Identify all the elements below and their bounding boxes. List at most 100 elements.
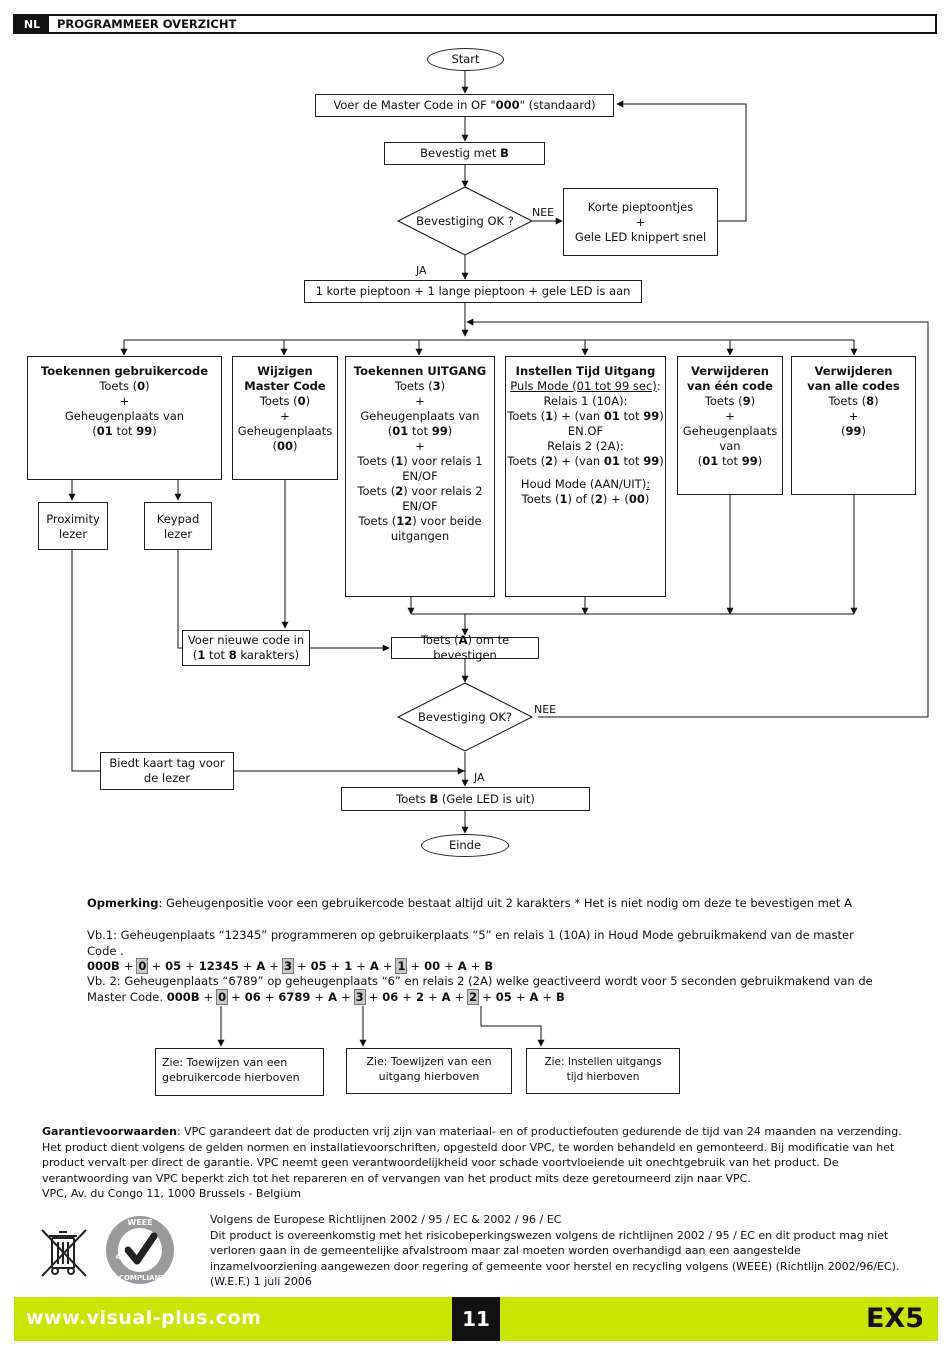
close-paren: )	[305, 394, 311, 408]
remark-label: Opmerking	[87, 896, 159, 910]
range-tot: tot	[619, 454, 644, 468]
toets-text: Toets (	[357, 484, 396, 498]
warranty-text: : VPC garandeert dat de producten vrij z…	[42, 1125, 902, 1185]
range-start: 01	[96, 424, 113, 438]
open-paren: (	[92, 424, 97, 438]
ex2-plus: +	[482, 989, 492, 1004]
proximity-line-2: lezer	[58, 527, 88, 541]
plus: +	[725, 409, 735, 423]
toets-text: Toets (	[358, 514, 397, 528]
ex2-plus: +	[340, 989, 351, 1004]
ex1-plus: +	[410, 959, 421, 973]
ex1-token: 05	[165, 959, 182, 973]
yes-label-1: JA	[416, 264, 427, 277]
key-9: 9	[742, 394, 751, 408]
close-paren: )	[145, 379, 150, 393]
close-paren: )	[447, 424, 453, 438]
key-1: 1	[395, 454, 404, 468]
key-1: 1	[559, 492, 568, 506]
company-address: VPC, Av. du Congo 11, 1000 Brussels - Be…	[42, 1187, 301, 1200]
toets-text: Toets (	[704, 394, 743, 408]
range-end: 99	[431, 424, 448, 438]
close-paren: )	[440, 379, 446, 393]
ex1-token: 0	[136, 958, 149, 974]
enter-code-suffix: " (standaard)	[519, 98, 596, 112]
range-end: 99	[643, 409, 660, 423]
change-master-title-2: Master Code	[244, 379, 326, 393]
ex1-token: 00	[424, 959, 441, 973]
ex1-token: 05	[310, 959, 327, 973]
delete-all-title-1: Verwijderen	[814, 364, 893, 378]
ex2-token: 2	[467, 988, 480, 1005]
both-text: ) voor beide	[412, 514, 482, 528]
ex1-token: A	[256, 959, 266, 973]
error-line-2: Gele LED knippert snel	[574, 230, 707, 244]
ex2-plus: +	[402, 989, 412, 1004]
ex2-token: B	[556, 989, 565, 1004]
ex2-token: 3	[353, 988, 366, 1005]
range-start: 01	[603, 454, 620, 468]
ex2-token: 0	[216, 988, 229, 1005]
close-paren: )	[293, 439, 298, 453]
warranty-label: Garantievoorwaarden	[42, 1125, 177, 1138]
toets-text: Toets (	[507, 454, 546, 468]
from-text: ) + (van	[553, 409, 604, 423]
logo-bottom-text: COMPLIANT	[119, 1274, 166, 1282]
ex2-plus: +	[427, 989, 438, 1004]
confirm-text: ) om te bevestigen	[433, 633, 510, 662]
open-paren: (	[697, 454, 703, 468]
ex1-token: 1	[344, 959, 353, 973]
colon: :	[646, 477, 651, 491]
proximity-line-1: Proximity	[46, 512, 100, 526]
no-label-1: NEE	[532, 206, 555, 219]
relay-1-label: Relais 1 (10A):	[543, 394, 628, 408]
ex1-plus: +	[356, 959, 366, 973]
ex1-plus: +	[242, 959, 253, 973]
rohs-compliant-logo: WEEE RoHS COMPLIANT	[106, 1216, 174, 1284]
example-1: Vb.1: Geheugenplaats “12345” programmere…	[87, 928, 877, 975]
van-text: van	[719, 439, 741, 453]
assign-user-code-title: Toekennen gebruikercode	[40, 364, 209, 378]
ex1-token: 3	[281, 958, 294, 974]
ex1-plus: +	[185, 959, 195, 973]
see-user-code-box: Zie: Toewijzen van een gebruikercode hie…	[155, 1048, 324, 1096]
remark-text: : Geheugenpositie voor een gebruikercode…	[158, 896, 852, 910]
language-badge: NL	[15, 16, 49, 32]
weee-line-1: Volgens de Europese Richtlijnen 2002 / 9…	[210, 1213, 562, 1226]
decision-2-label: Bevestiging OK?	[418, 710, 512, 724]
led-off-text: (Gele LED is uit)	[438, 791, 535, 806]
characters-text: karakters)	[236, 648, 300, 662]
key-0: 0	[137, 379, 146, 393]
proximity-reader-box: Proximity lezer	[38, 502, 108, 550]
change-master-code-box: Wijzigen Master Code Toets (0) + Geheuge…	[232, 356, 338, 480]
ex1-token: A	[457, 959, 467, 973]
set-output-time-title: Instellen Tijd Uitgang	[515, 364, 656, 378]
toets-text: Toets	[396, 791, 430, 806]
see-output-time-box: Zie: Instellen uitgangs tijd hierboven	[526, 1048, 680, 1094]
weee-text: Volgens de Europese Richtlijnen 2002 / 9…	[210, 1212, 910, 1290]
ex2-plus: +	[454, 989, 465, 1004]
model-name: EX5	[865, 1303, 924, 1334]
ex2-token: A	[529, 989, 539, 1004]
ex2-plus: +	[515, 989, 526, 1004]
ex2-plus: +	[203, 989, 214, 1004]
decision-1-label: Bevestiging OK ?	[416, 214, 514, 228]
no-label-2: NEE	[534, 703, 557, 716]
ex1-plus: +	[382, 959, 393, 973]
key-2: 2	[395, 484, 404, 498]
website-url[interactable]: www.visual-plus.com	[26, 1307, 262, 1329]
enter-new-code-box: Voer nieuwe code in (1 tot 8 karakters)	[182, 630, 310, 666]
ex2-plus: +	[231, 989, 241, 1004]
page-title: PROGRAMMEER OVERZICHT	[57, 17, 237, 31]
colon: :	[656, 379, 661, 393]
ex1-token: 12345	[198, 959, 239, 973]
range-tot: tot	[205, 648, 229, 662]
ex2-token: 2	[415, 989, 424, 1004]
ex1-plus: +	[470, 959, 481, 973]
example-2-sequence: 000B+0+06+6789+A+3+06+2+A+2+05+A+B	[167, 988, 565, 1005]
range-start: 01	[603, 409, 620, 423]
close-paren: )	[659, 409, 664, 423]
or-text: ) of (	[567, 492, 595, 506]
plus: +	[119, 394, 130, 408]
present-card-box: Biedt kaart tag voor de lezer	[100, 752, 234, 790]
